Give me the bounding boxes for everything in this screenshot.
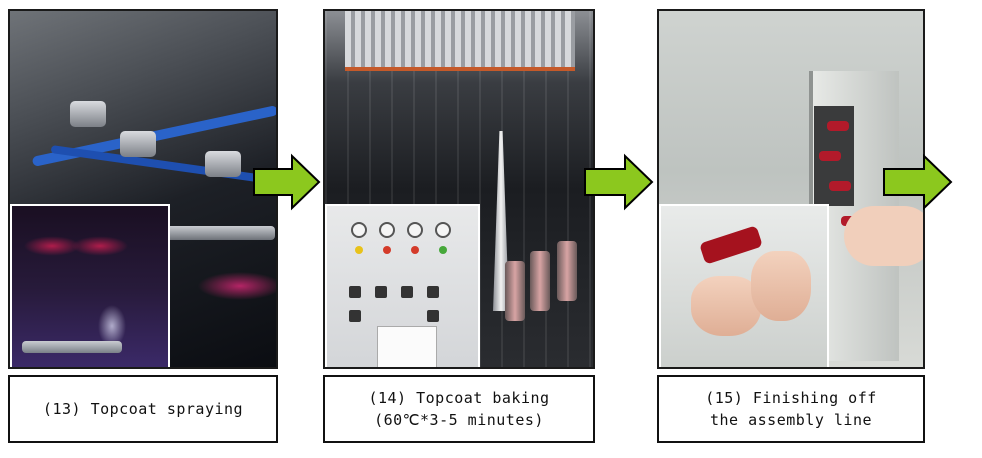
topcoat-spraying-photo [8, 9, 278, 369]
gauge-icon [407, 222, 423, 238]
switch-icon [375, 286, 387, 298]
caption-line: the assembly line [709, 411, 873, 429]
caption-box: (15) Finishing off the assembly line [657, 375, 925, 443]
caption-line: (13) Topcoat spraying [42, 400, 244, 418]
spray-rail [22, 341, 122, 353]
gauge-icon [435, 222, 451, 238]
caption-box: (13) Topcoat spraying [8, 375, 278, 443]
oven-ceiling [345, 11, 575, 71]
arrow-shape [584, 153, 654, 211]
topcoat-baking-photo [323, 9, 595, 369]
hand [751, 251, 811, 321]
switch-icon [401, 286, 413, 298]
switch-icon [427, 310, 439, 322]
arrow-shape [883, 153, 953, 211]
air-hose [50, 145, 276, 185]
indicator-lamp-icon [411, 246, 419, 254]
rack-part [557, 241, 577, 301]
pipe-fitting [205, 151, 241, 177]
pipe-fitting [70, 101, 106, 127]
switch-icon [349, 310, 361, 322]
control-panel-inset [325, 204, 480, 367]
red-part [827, 121, 849, 131]
red-part [819, 151, 841, 161]
spray-pipe [160, 226, 275, 240]
caption-line: (60℃*3-5 minutes) [374, 411, 544, 429]
gauge-icon [351, 222, 367, 238]
right-arrow-icon [253, 153, 321, 211]
right-arrow-icon [584, 153, 654, 211]
red-part [829, 181, 851, 191]
pipe-fitting [120, 131, 156, 157]
worker-arm [844, 206, 923, 266]
caption-box: (14) Topcoat baking (60℃*3-5 minutes) [323, 375, 595, 443]
spray-closeup-inset [10, 204, 170, 367]
instruction-sheet [377, 326, 437, 367]
right-arrow-icon [883, 153, 953, 211]
indicator-lamp-icon [439, 246, 447, 254]
hand [691, 276, 761, 336]
assembly-closeup-inset [659, 204, 829, 367]
indicator-lamp-icon [355, 246, 363, 254]
switch-icon [427, 286, 439, 298]
indicator-lamp-icon [383, 246, 391, 254]
gauge-icon [379, 222, 395, 238]
rack-part [505, 261, 525, 321]
switch-icon [349, 286, 361, 298]
rack-part [530, 251, 550, 311]
red-part [699, 225, 763, 265]
caption-line: (15) Finishing off [705, 389, 877, 407]
caption-line: (14) Topcoat baking [368, 389, 550, 407]
arrow-shape [253, 153, 321, 211]
